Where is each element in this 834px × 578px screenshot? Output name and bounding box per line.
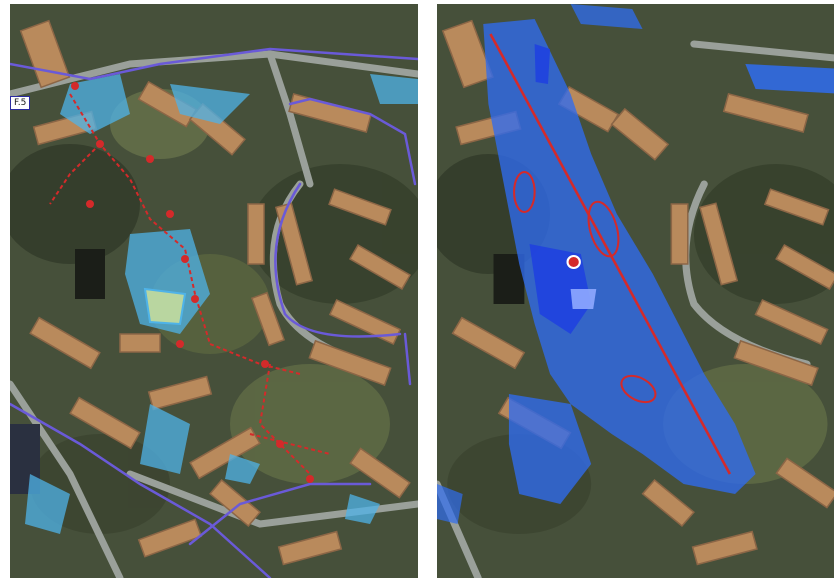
building xyxy=(277,530,343,566)
flood-extent-layer xyxy=(437,4,834,524)
pipe xyxy=(403,332,412,386)
pipe xyxy=(274,182,402,338)
ponding-area xyxy=(125,229,210,334)
building xyxy=(670,203,689,265)
building xyxy=(308,339,392,387)
building xyxy=(348,244,412,290)
pipe xyxy=(10,402,272,578)
profile-point xyxy=(566,255,581,269)
pipe xyxy=(10,47,418,81)
building xyxy=(328,298,402,346)
building xyxy=(119,333,161,353)
building xyxy=(250,291,286,347)
building-layer xyxy=(19,19,412,566)
manhole-marker xyxy=(261,360,269,368)
manhole-marker xyxy=(146,155,154,163)
panel-corner-label: F.5 xyxy=(10,96,31,110)
highlight-ellipse xyxy=(513,171,536,213)
manhole-marker xyxy=(166,210,174,218)
ponding-area xyxy=(140,404,190,474)
building xyxy=(441,19,494,89)
overflow-path xyxy=(258,363,311,475)
left-map-svg xyxy=(10,4,418,578)
flood-area xyxy=(745,64,834,94)
left-map-panel: F.5 xyxy=(10,4,418,578)
highlight-ellipse xyxy=(620,374,657,404)
pipe xyxy=(288,97,417,186)
building xyxy=(775,457,834,509)
grass-patch xyxy=(230,364,390,484)
right-map-panel xyxy=(437,4,834,578)
ponding-area xyxy=(345,494,380,524)
pipe xyxy=(188,482,372,546)
road xyxy=(266,50,314,188)
manhole-markers xyxy=(71,82,314,483)
overflow-path xyxy=(49,143,101,205)
manhole-marker xyxy=(176,340,184,348)
ponding-area xyxy=(25,474,70,534)
overflow-path xyxy=(209,343,301,375)
building xyxy=(137,518,203,558)
building xyxy=(247,203,265,265)
building xyxy=(691,530,758,566)
building xyxy=(641,478,695,528)
road xyxy=(690,40,834,62)
building xyxy=(763,188,830,226)
ponding-area xyxy=(370,74,418,104)
ponding-area xyxy=(225,454,260,484)
ponding-area xyxy=(170,84,250,124)
building xyxy=(69,396,141,450)
manhole-marker xyxy=(181,255,189,263)
building xyxy=(349,447,411,499)
pipe-network xyxy=(10,47,418,578)
manhole-marker xyxy=(306,475,314,483)
pond xyxy=(570,289,597,309)
flood-area xyxy=(570,4,643,29)
building xyxy=(29,316,101,370)
profile-line-layer xyxy=(489,33,732,475)
building xyxy=(754,298,829,346)
dark-building xyxy=(75,249,105,299)
building xyxy=(209,478,261,528)
highlight-ellipse xyxy=(587,200,620,258)
flood-area xyxy=(437,484,463,524)
manhole-marker xyxy=(276,440,284,448)
building xyxy=(147,375,213,411)
building xyxy=(699,202,739,286)
forest-patch xyxy=(10,144,140,264)
manhole-marker xyxy=(96,140,104,148)
ponding-layer xyxy=(25,74,418,534)
manhole-marker xyxy=(71,82,79,90)
building xyxy=(610,107,670,161)
right-map-svg xyxy=(437,4,834,578)
flood-area xyxy=(483,19,756,494)
building xyxy=(19,19,71,89)
manhole-marker xyxy=(191,295,199,303)
manhole-marker xyxy=(86,200,94,208)
building xyxy=(451,316,526,370)
profile-line xyxy=(489,33,732,475)
pond xyxy=(143,287,187,326)
flood-area xyxy=(508,394,592,504)
building xyxy=(328,188,392,226)
building xyxy=(733,339,819,387)
flood-area xyxy=(534,44,551,84)
building xyxy=(722,93,809,133)
building xyxy=(275,202,313,286)
